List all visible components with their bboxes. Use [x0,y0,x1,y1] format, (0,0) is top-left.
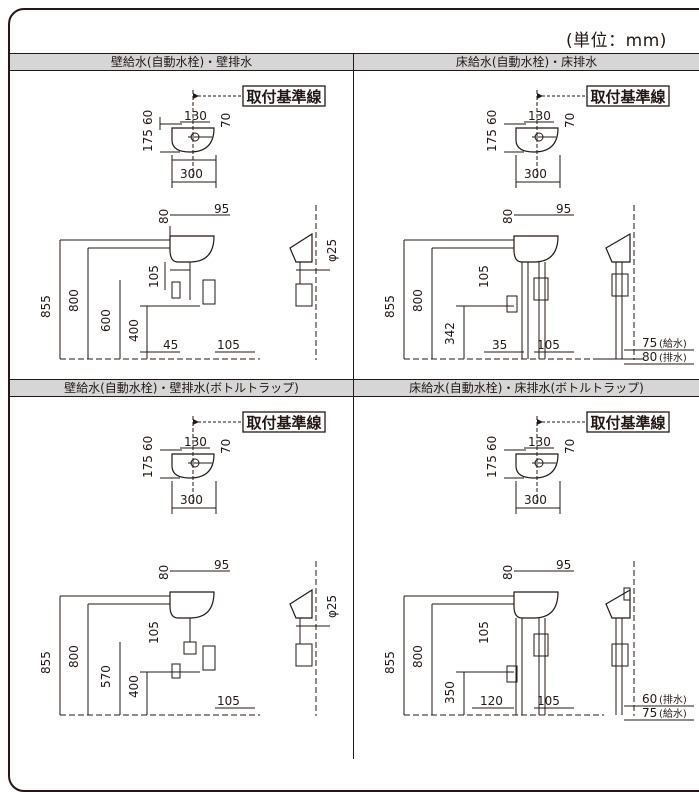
dim-phi25: φ25 [325,595,339,618]
dim-400: 400 [127,675,141,698]
panel-divider [353,53,354,759]
dim-342: 342 [443,322,457,345]
dim-95: 95 [556,558,571,572]
dim-105-horizontal: 105 [217,338,240,352]
dim-350: 350 [443,681,457,704]
dim-400: 400 [127,319,141,342]
side-basin [289,232,313,263]
dim-105-vertical: 105 [147,621,161,644]
dim-130: 130 [184,435,207,449]
dim-70: 70 [563,113,577,128]
dim-175: 175 [485,129,499,152]
dim-600: 600 [99,309,113,332]
ref-label: 取付基準線 [590,414,665,432]
dim-175: 175 [141,129,155,152]
dim-60: 60 [141,110,155,125]
dim-60: 60 [141,436,155,451]
dim-105-vertical: 105 [147,265,161,288]
dim-855: 855 [383,295,397,318]
unit-label: (単位：mm) [566,31,667,51]
ref-label: 取付基準線 [246,414,321,432]
dim-70: 70 [219,439,233,454]
dim-300: 300 [180,493,203,507]
dim-80: 80 [157,565,171,580]
dim-80: 80 [501,209,515,224]
panel-4-title: 床給水(自動水栓)・床排水(ボトルトラップ) [354,379,699,397]
note-supply: (給水) [659,707,687,720]
dim-570: 570 [99,665,113,688]
dim-70: 70 [219,113,233,128]
dim-855: 855 [383,651,397,674]
panel-1-title: 壁給水(自動水栓)・壁排水 [10,53,353,71]
dim-800: 800 [411,645,425,668]
dim-130: 130 [528,435,551,449]
top-basin [171,127,215,153]
dim-175: 175 [141,455,155,478]
dim-80: 80 [157,209,171,224]
note-drain: (排水) [659,351,687,364]
dim-45: 45 [163,338,178,352]
dim-105-horizontal: 105 [217,694,240,708]
panel-1-drawing: 取付基準線 60 130 70 175 300 80 95 855 800 10… [39,85,339,360]
dim-105-vertical: 105 [477,621,491,644]
panel-4-drawing: 取付基準線 60 130 70 175 300 80 95 855 800 10… [383,411,694,721]
dim-105-vertical: 105 [477,265,491,288]
dim-855: 855 [39,295,53,318]
dim-60-side: 60 [642,692,657,706]
note-supply: (給水) [659,337,687,350]
note-drain: (排水) [659,693,687,706]
dim-130: 130 [184,109,207,123]
dim-35: 35 [492,338,507,352]
dim-175: 175 [485,455,499,478]
dim-75-side: 75 [642,706,657,720]
dim-300: 300 [180,167,203,181]
dim-800: 800 [411,289,425,312]
dim-95: 95 [556,202,571,216]
dim-60: 60 [485,436,499,451]
dim-300: 300 [524,493,547,507]
panel-3-title: 壁給水(自動水栓)・壁排水(ボトルトラップ) [10,379,353,397]
dim-95: 95 [214,558,229,572]
front-basin [169,235,215,263]
ref-label: 取付基準線 [590,88,665,106]
panel-2-title: 床給水(自動水栓)・床排水 [354,53,699,71]
dim-300: 300 [524,167,547,181]
dim-130: 130 [528,109,551,123]
dim-120: 120 [480,694,503,708]
dim-75: 75 [642,336,657,350]
dim-800: 800 [67,289,81,312]
dim-80: 80 [501,565,515,580]
dim-80-side: 80 [642,350,657,364]
ref-label: 取付基準線 [246,88,321,106]
dimension-drawings: 取付基準線 60 130 70 175 300 80 95 855 800 10… [39,85,694,721]
dim-105-horizontal: 105 [537,694,560,708]
dim-95: 95 [214,202,229,216]
ref-box [242,85,326,107]
panel-3-drawing: 取付基準線 60 130 70 175 300 80 95 855 800 10… [39,411,339,716]
dim-105-horizontal: 105 [537,338,560,352]
dim-855: 855 [39,651,53,674]
dim-70: 70 [563,439,577,454]
dim-60: 60 [485,110,499,125]
dim-phi25: φ25 [325,239,339,262]
dim-800: 800 [67,645,81,668]
panel-2-drawing: 取付基準線 60 130 70 175 300 80 95 855 800 10… [383,85,694,365]
